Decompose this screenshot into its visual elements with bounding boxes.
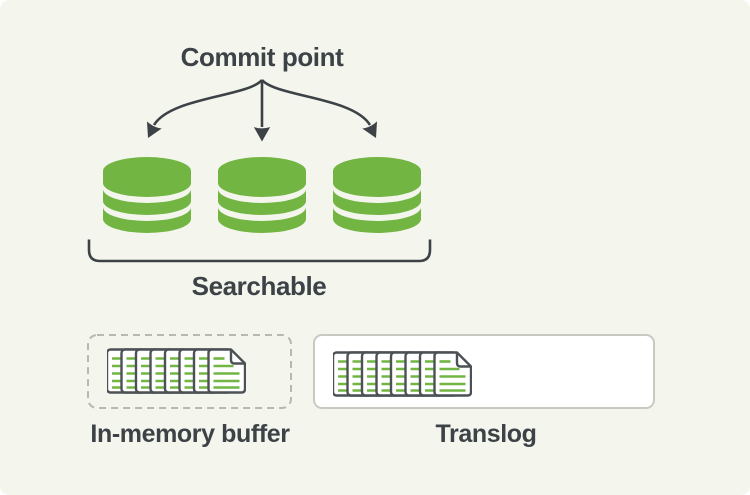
- arrowhead-right-icon: [362, 121, 378, 138]
- arrow-left-curve: [152, 79, 263, 126]
- document-stack-icon: [333, 351, 472, 397]
- database-cylinder-icon: [103, 157, 191, 233]
- commit-point-label: Commit point: [180, 42, 344, 72]
- searchable-label: Searchable: [191, 271, 327, 301]
- document-stack-icon: [107, 348, 246, 394]
- commit-point-arrows: [146, 79, 378, 142]
- arrowhead-left-icon: [146, 121, 162, 138]
- arrowhead-center-icon: [253, 127, 271, 142]
- translog-label: Translog: [435, 420, 537, 448]
- arrow-right-curve: [261, 79, 372, 126]
- database-cylinder-icon: [333, 157, 421, 233]
- in-memory-buffer-box: [87, 334, 292, 409]
- database-cylinder-icon: [218, 157, 306, 233]
- in-memory-buffer-label: In-memory buffer: [90, 420, 290, 448]
- searchable-bracket: [87, 239, 432, 263]
